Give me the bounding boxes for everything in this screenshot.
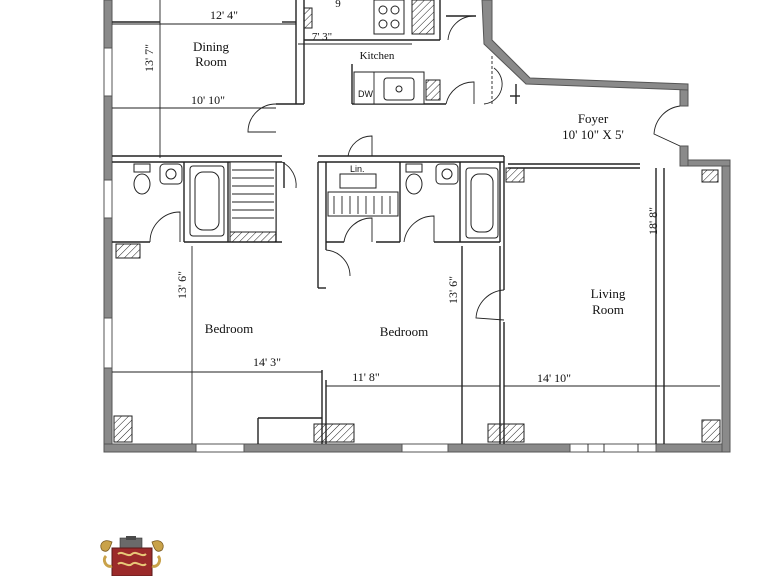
bedroom-2-width-dimension: 11' 8": [352, 370, 380, 384]
door-swings: [149, 15, 681, 321]
bedroom-1-label: Bedroom: [205, 321, 253, 336]
bedroom-2-label: Bedroom: [380, 324, 428, 339]
living-room-label-line1: Living: [591, 286, 626, 301]
dining-side-dimension: 13' 7": [142, 44, 156, 72]
foyer-label: Foyer: [578, 111, 609, 126]
windows: [103, 47, 657, 453]
linen-closet-label: Lin.: [350, 164, 365, 174]
bedroom-1-height-dimension: 13' 6": [175, 271, 189, 299]
bath-fixtures: [133, 0, 499, 243]
dining-bottom-dimension: 10' 10": [191, 93, 225, 107]
dining-top-dimension: 12' 4": [210, 8, 238, 22]
columns: [113, 0, 721, 443]
kitchen-label: Kitchen: [360, 50, 395, 62]
dining-room-label-line1: Dining: [193, 39, 230, 54]
bedroom-1-width-dimension: 14' 3": [253, 355, 281, 369]
living-width-dimension: 14' 10": [537, 371, 571, 385]
foyer-dimensions-label: 10' 10" X 5': [562, 127, 624, 142]
living-room-label-line2: Room: [592, 302, 624, 317]
crest-logo-icon: [100, 536, 164, 576]
dishwasher-label: DW: [358, 89, 373, 99]
dining-room-label-line2: Room: [195, 54, 227, 69]
bedroom-2-height-dimension: 13' 6": [446, 276, 460, 304]
living-height-dimension: 18' 8": [646, 207, 660, 235]
dimension-lines: [112, 0, 720, 444]
kitchen-width-dimension: 7' 3": [312, 31, 332, 43]
kitchen-partial-dimension: 9: [335, 0, 341, 10]
interior-walls: [112, 0, 665, 444]
